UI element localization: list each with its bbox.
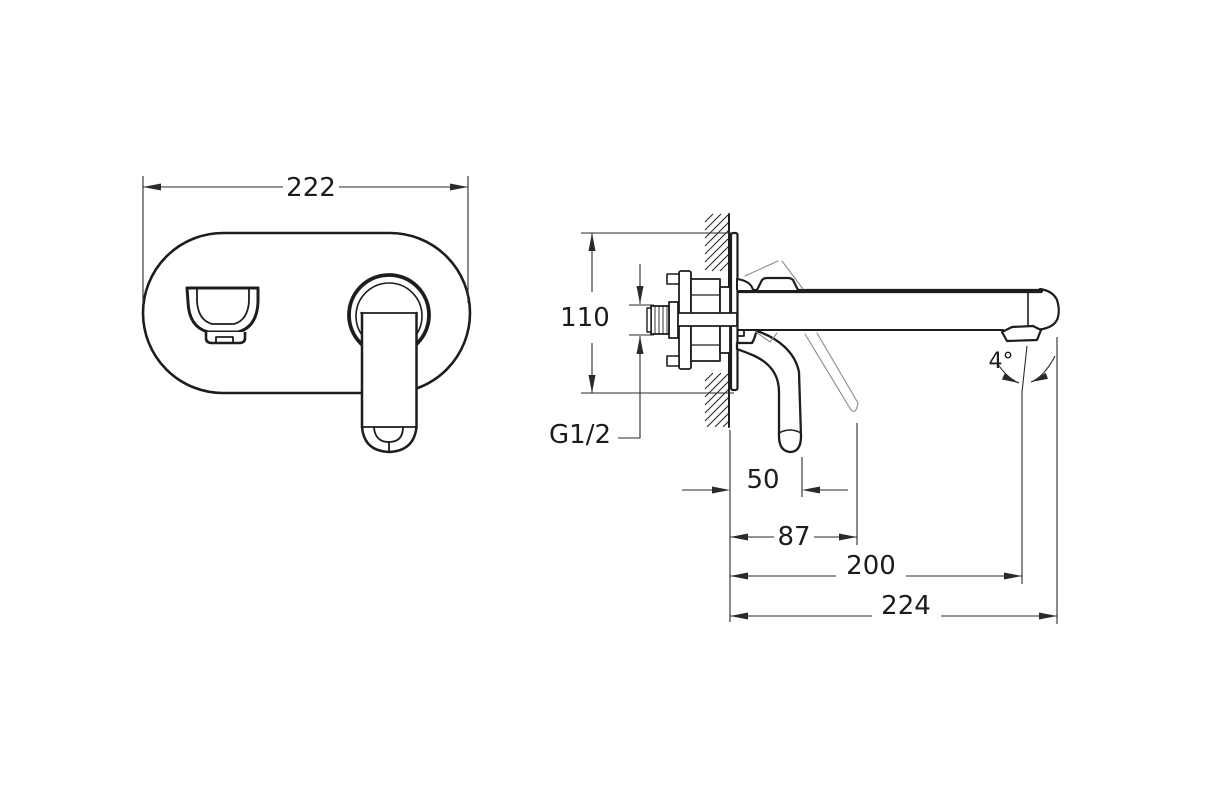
dim-angle-4deg: 4° xyxy=(989,349,1056,384)
dim-110: 110 xyxy=(560,232,734,394)
dim-110-label: 110 xyxy=(560,303,610,333)
handle-phantom-positions xyxy=(744,260,859,412)
dim-g12-thread: G1/2 xyxy=(549,264,654,450)
dim-224-label: 224 xyxy=(881,591,931,621)
dim-200-label: 200 xyxy=(846,551,896,581)
side-view: 110 G1/2 50 87 xyxy=(549,213,1060,624)
dim-87-label: 87 xyxy=(777,522,810,552)
g12-threaded-nipple xyxy=(646,305,670,335)
mounting-screw-top xyxy=(666,273,680,285)
dim-g12-label: G1/2 xyxy=(549,420,611,450)
dim-224: 224 xyxy=(730,591,1057,621)
dim-50-label: 50 xyxy=(746,465,779,495)
aerator xyxy=(1000,324,1043,343)
wall-section-hatching xyxy=(704,213,730,428)
handle-pivot-cover xyxy=(736,276,799,291)
front-handle xyxy=(347,273,431,454)
spout-side xyxy=(734,287,1060,343)
front-spout-aperture xyxy=(185,286,260,345)
wall-plate-side xyxy=(729,231,739,392)
side-handle xyxy=(735,329,803,454)
dim-200: 200 xyxy=(730,551,1022,581)
dim-87: 87 xyxy=(730,522,857,552)
dim-222-label: 222 xyxy=(286,173,336,203)
mounting-screw-bottom xyxy=(666,355,680,367)
dim-50: 50 xyxy=(682,465,848,495)
extension-lines xyxy=(729,337,1058,624)
dim-4deg-label: 4° xyxy=(989,349,1014,374)
dim-222: 222 xyxy=(142,173,469,303)
front-view: 222 xyxy=(141,173,472,454)
stem-washer xyxy=(668,301,679,339)
supply-stem xyxy=(646,301,738,339)
